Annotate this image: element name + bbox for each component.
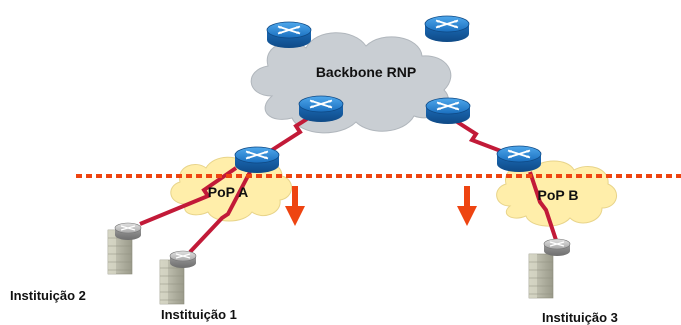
- backbone-router-3-icon: [298, 95, 344, 123]
- inst3-label: Instituição 3: [542, 310, 618, 325]
- backbone-label: Backbone RNP: [316, 64, 416, 80]
- inst2-router-icon: [114, 222, 142, 241]
- link-popa-inst2: [139, 166, 238, 226]
- pop-a-label: PoP A: [208, 184, 248, 200]
- backbone-cloud: [250, 32, 452, 134]
- pop-a-router-icon: [234, 146, 280, 174]
- pop-b-label: PoP B: [538, 187, 579, 203]
- link-popa-inst1: [188, 171, 252, 254]
- link-backbone-popb: [446, 114, 515, 158]
- arrow-down-icon: [285, 186, 305, 226]
- inst3-router-icon: [543, 238, 571, 257]
- backbone-router-4-icon: [425, 97, 471, 125]
- backbone-router-2-icon: [424, 15, 470, 43]
- inst1-router-icon: [169, 250, 197, 269]
- arrow-down-icon: [457, 186, 477, 226]
- inst1-label: Instituição 1: [161, 307, 237, 322]
- inst2-label: Instituição 2: [10, 288, 86, 303]
- link-popb-inst3: [528, 171, 558, 241]
- building-inst3-icon: [528, 253, 554, 299]
- pop-b-router-icon: [496, 145, 542, 173]
- backbone-router-1-icon: [266, 21, 312, 49]
